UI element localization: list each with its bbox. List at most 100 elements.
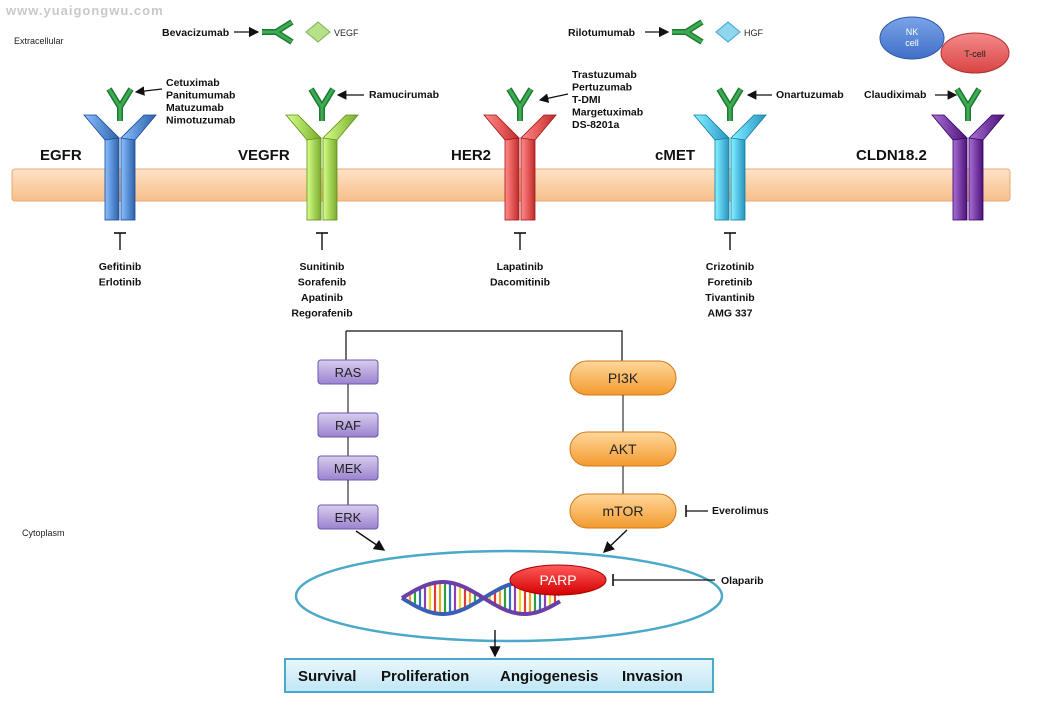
olaparib-inhibition: Olaparib [612,574,764,587]
vegf-label: VEGF [334,28,359,38]
receptor-stem-left [714,137,730,221]
receptor-name: EGFR [40,147,82,164]
parp-label: PARP [539,572,576,588]
inhibitor-drug-label: Crizotinib [706,261,754,273]
pathways: RAS RAF MEK ERK PI3K AKT mTOR [317,359,677,530]
dna-strand-b [400,580,562,616]
everolimus-label: Everolimus [712,505,769,517]
receptor-egfr: EGFR CetuximabPanitumumabMatuzumabNimotuz… [40,77,235,289]
antibody-drug-label: Trastuzumab [572,69,637,81]
olaparib-label: Olaparib [721,575,764,587]
erk-to-nucleus-arrow [355,530,386,551]
nucleus [294,549,724,643]
hgf-label: HGF [744,28,764,38]
antibody-drug-label: Onartuzumab [776,89,844,101]
inhibitor-drug-label: Foretinib [708,277,753,289]
t-cell-label: T-cell [964,49,986,59]
receptors: EGFR CetuximabPanitumumabMatuzumabNimotuz… [40,69,1005,320]
pathway-label: ERK [335,510,362,525]
mtor-to-nucleus-arrow [602,529,628,553]
extracellular-label: Extracellular [14,36,64,46]
receptor-arm-right [120,114,157,141]
pathway-label: RAF [335,418,361,433]
receptor-arm-left [931,114,968,141]
watermark: www.yuaigongwu.com [5,3,164,18]
cytoplasm-label: Cytoplasm [22,528,65,538]
pathway-box-raf: RAF [317,412,379,438]
receptor-stem-left [504,137,520,221]
vegf-icon [305,21,331,43]
pathway-pill-mtor: mTOR [569,493,677,529]
inhibitor-drug-label: Sorafenib [298,277,346,289]
receptor-cmet: cMET OnartuzumabCrizotinibForetinibTivant… [655,87,844,320]
outcome-angiogenesis: Angiogenesis [500,668,598,685]
receptor-stem-left [104,137,120,221]
inhibitor-drug-label: Gefitinib [99,261,142,273]
parp: PARP [509,564,607,596]
receptor-stem-right [120,137,136,221]
pathway-box-mek: MEK [317,455,379,481]
pathway-connector [345,330,623,362]
antibody-arrow [134,86,163,96]
antibody-drug-label: Pertuzumab [572,82,632,94]
antibody-drug-label: Cetuximab [166,77,220,89]
inhibitor-drug-label: Regorafenib [291,308,352,320]
rilotumumab-label: Rilotumumab [568,27,635,39]
inhibitor-drug-label: Apatinib [301,292,343,304]
antibody-icon [308,87,336,121]
receptor-arm-right [730,114,767,141]
antibody-drug-label: Panitumumab [166,90,235,102]
everolimus-inhibition: Everolimus [685,505,769,517]
hgf-ligand: Rilotumumab HGF [568,19,764,45]
inhibitor-drug-label: Lapatinib [497,261,544,273]
antibody-drug-label: Matuzumab [166,102,224,114]
antibody-drug-label: T-DMI [572,94,601,106]
receptor-arm-left [285,114,322,141]
receptor-vegfr: VEGFRRamucirumabSunitinibSorafenibApatin… [238,87,439,320]
inhibitor-drug-label: Dacomitinib [490,277,550,289]
antibody-drug-label: Claudiximab [864,89,926,101]
receptor-stem-right [968,137,984,221]
rilotumumab-antibody-icon [672,19,704,45]
pathway-label: mTOR [603,503,644,519]
antibody-drug-label: DS-8201a [572,119,619,131]
receptor-stem-left [952,137,968,221]
receptor-name: CLDN18.2 [856,147,927,164]
nk-cell-label-2: cell [905,38,919,48]
receptor-cldn182: CLDN18.2 Claudiximab [856,87,1005,221]
pathway-box-ras: RAS [317,359,379,385]
hgf-icon [715,21,741,43]
pathway-label: AKT [609,441,637,457]
receptor-stem-right [322,137,338,221]
inhibitor-drug-label: AMG 337 [708,308,753,320]
pathway-box-erk: ERK [317,504,379,530]
receptor-arm-right [520,114,557,141]
nk-cell-label-1: NK [906,27,919,37]
receptor-arm-left [83,114,120,141]
pathway-pill-akt: AKT [569,431,677,467]
antibody-icon [506,87,534,121]
receptor-stem-right [730,137,746,221]
inhibitor-drug-label: Tivantinib [705,292,754,304]
antibody-drug-label: Margetuximab [572,107,643,119]
outcome-survival: Survival [298,668,356,685]
antibody-drug-label: Nimotuzumab [166,115,235,127]
vegf-ligand: Bevacizumab VEGF [162,19,359,45]
pathway-label: MEK [334,461,363,476]
t-cell: T-cell [940,32,1010,74]
antibody-arrow [538,93,569,103]
pathway-pill-pi3k: PI3K [569,360,677,396]
receptor-stem-right [520,137,536,221]
receptor-her2: HER2 TrastuzumabPertuzumabT-DMIMargetuxim… [451,69,643,289]
receptor-arm-right [322,114,359,141]
receptor-name: cMET [655,147,695,164]
receptor-name: VEGFR [238,147,290,164]
bevacizumab-antibody-icon [262,19,294,45]
antibody-icon [954,87,982,121]
pathway-label: PI3K [608,370,639,386]
bevacizumab-label: Bevacizumab [162,27,229,39]
outcomes-box: Survival Proliferation Angiogenesis Inva… [284,658,714,693]
outcome-invasion: Invasion [622,668,683,685]
receptor-name: HER2 [451,147,491,164]
